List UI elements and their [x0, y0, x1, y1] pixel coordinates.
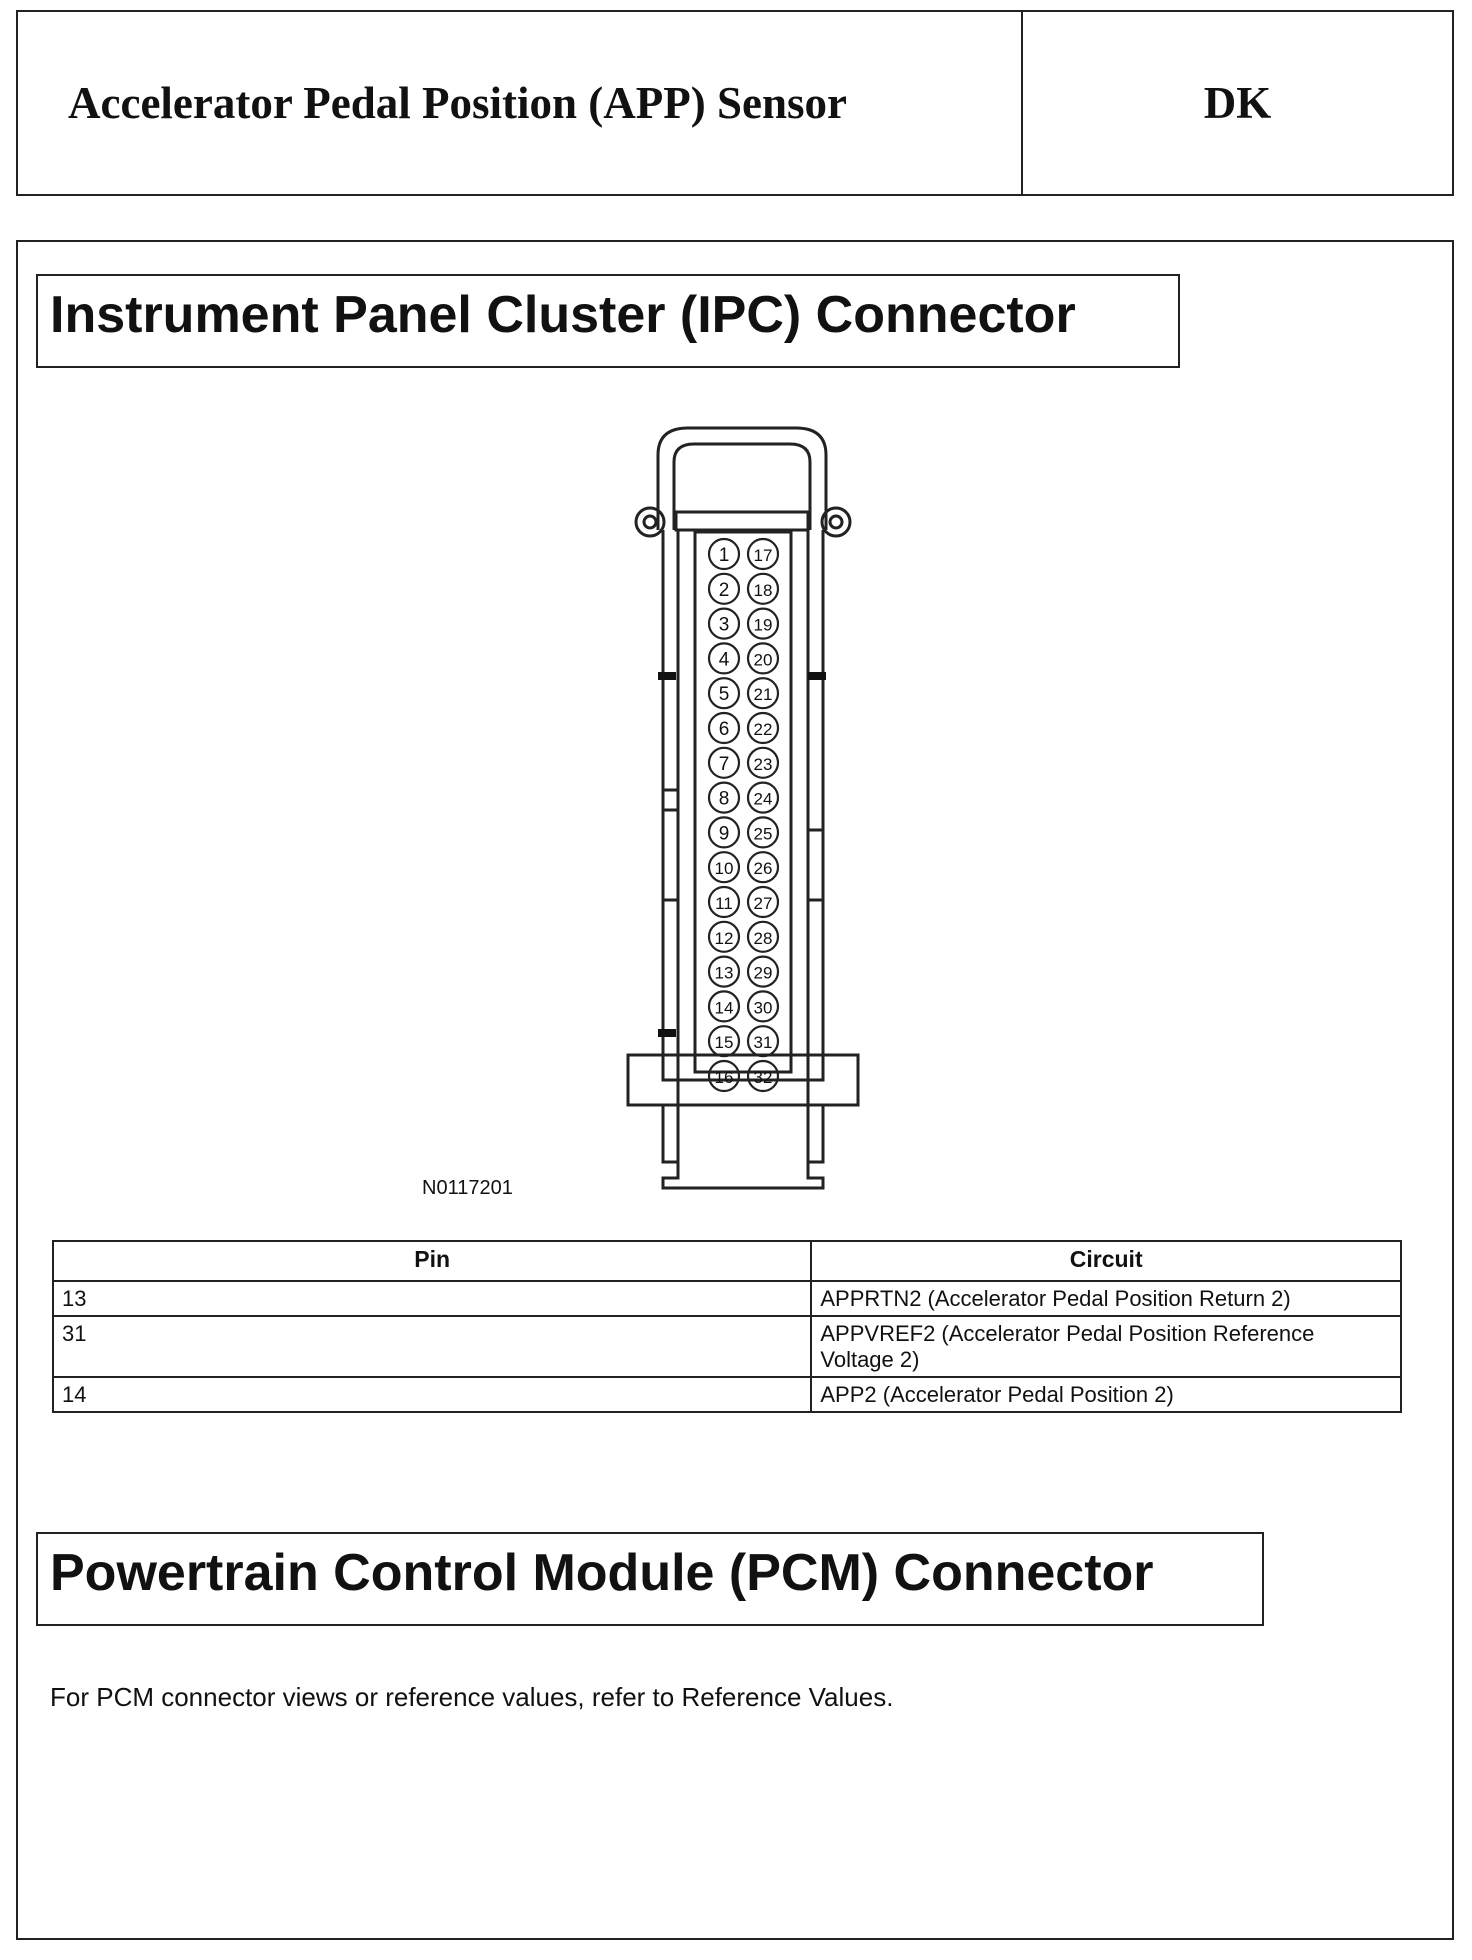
pin-23-circle — [746, 746, 780, 779]
pin-30-circle — [746, 990, 780, 1023]
pin-16-label: 16 — [715, 1068, 734, 1087]
pin-25-circle — [746, 816, 780, 849]
pin-4-circle — [707, 642, 741, 675]
pin-9-label: 9 — [719, 823, 730, 844]
pin-21-circle — [746, 677, 780, 710]
pin-12-circle — [707, 920, 741, 953]
pin-29-circle — [746, 955, 780, 988]
pin-26-label: 26 — [754, 859, 773, 878]
pin-19-circle — [746, 607, 780, 640]
pin-13-label: 13 — [715, 964, 734, 983]
pin-8-circle — [707, 781, 741, 814]
pin-21-label: 21 — [754, 685, 773, 704]
table-cell-circuit: APPVREF2 (Accelerator Pedal Position Ref… — [810, 1315, 1402, 1378]
pin-28-label: 28 — [754, 929, 773, 948]
pin-17-circle — [746, 537, 780, 571]
pin-1-circle — [707, 537, 741, 571]
table-header-circuit: Circuit — [810, 1240, 1402, 1282]
pin-9-circle — [707, 816, 741, 849]
pin-18-label: 18 — [754, 581, 773, 600]
pin-13-circle — [707, 955, 741, 988]
connector-latch — [656, 426, 828, 530]
pin-cavity — [693, 530, 793, 1074]
pin-20-circle — [746, 642, 780, 675]
ipc-connector-heading: Instrument Panel Cluster (IPC) Connector — [36, 274, 1180, 368]
pin-31-label: 31 — [754, 1033, 773, 1052]
table-cell-circuit: APP2 (Accelerator Pedal Position 2) — [810, 1375, 1402, 1414]
pin-3-circle — [707, 607, 741, 640]
connector-housing — [661, 1105, 825, 1190]
pin-29-label: 29 — [754, 964, 773, 983]
pin-30-label: 30 — [754, 998, 773, 1017]
pin-12-label: 12 — [715, 929, 734, 948]
document-code: DK — [1203, 78, 1272, 128]
pin-7-label: 7 — [719, 754, 730, 775]
pin-25-label: 25 — [754, 824, 773, 843]
pin-17-label: 17 — [754, 546, 773, 565]
ipc-connector-diagram: 1234567891011121314151617181920212223242… — [626, 426, 860, 1190]
pin-7-circle — [707, 746, 741, 779]
figure-id: N0117201 — [422, 1177, 513, 1199]
pin-18-circle — [746, 572, 780, 605]
connector-body — [661, 530, 825, 1082]
table-header-pin: Pin — [51, 1240, 813, 1282]
pin-24-label: 24 — [754, 790, 773, 809]
pin-11-circle — [707, 885, 741, 919]
pin-14-label: 14 — [715, 998, 734, 1017]
table-row: 31 APPVREF2 (Accelerator Pedal Position … — [51, 1315, 1402, 1378]
pin-10-circle — [707, 851, 741, 884]
pin-2-circle — [707, 572, 741, 605]
pin-15-circle — [707, 1025, 741, 1058]
pin-16-circle — [707, 1059, 741, 1093]
document-title: Accelerator Pedal Position (APP) Sensor — [18, 12, 1023, 194]
pin-10-label: 10 — [715, 859, 734, 878]
pin-32-label: 32 — [754, 1068, 773, 1087]
pin-24-circle — [746, 781, 780, 814]
pin-23-label: 23 — [754, 755, 773, 774]
pin-27-label: 27 — [754, 894, 773, 913]
pin-27-circle — [746, 885, 780, 919]
pcm-connector-heading: Powertrain Control Module (PCM) Connecto… — [36, 1532, 1264, 1626]
pin-32-circle — [746, 1059, 780, 1093]
lock-tab — [658, 672, 676, 680]
pcm-reference-note: For PCM connector views or reference val… — [50, 1682, 894, 1712]
pin-6-circle — [707, 711, 741, 745]
connector-ear-left — [634, 506, 666, 538]
pin-5-label: 5 — [719, 684, 730, 705]
pin-15-label: 15 — [715, 1033, 734, 1052]
pin-31-circle — [746, 1025, 780, 1058]
table-cell-pin: 13 — [51, 1279, 813, 1318]
pin-2-label: 2 — [719, 580, 730, 601]
table-cell-circuit: APPRTN2 (Accelerator Pedal Position Retu… — [810, 1279, 1402, 1318]
lock-tab — [808, 672, 826, 680]
pin-1-label: 1 — [719, 545, 730, 566]
pin-19-label: 19 — [754, 616, 773, 635]
connector-ear-right — [820, 506, 852, 538]
table-header-row: Pin Circuit — [51, 1240, 1402, 1282]
table-row: 14 APP2 (Accelerator Pedal Position 2) — [51, 1375, 1402, 1414]
connector-flange — [626, 1053, 860, 1107]
connector-pins: 1234567891011121314151617181920212223242… — [707, 537, 780, 1093]
pin-26-circle — [746, 851, 780, 884]
header-box: Accelerator Pedal Position (APP) Sensor … — [16, 10, 1454, 196]
pin-11-label: 11 — [715, 894, 733, 913]
pin-6-label: 6 — [719, 719, 730, 740]
pin-22-label: 22 — [754, 720, 773, 739]
main-content: Instrument Panel Cluster (IPC) Connector — [16, 240, 1454, 1940]
table-cell-pin: 31 — [51, 1315, 813, 1378]
pin-8-label: 8 — [719, 789, 730, 810]
pin-28-circle — [746, 920, 780, 953]
pin-22-circle — [746, 711, 780, 745]
table-cell-pin: 14 — [51, 1375, 813, 1414]
table-row: 13 APPRTN2 (Accelerator Pedal Position R… — [51, 1279, 1402, 1318]
lock-tab — [658, 1029, 676, 1037]
pin-circuit-table: Pin Circuit 13 APPRTN2 (Accelerator Peda… — [51, 1240, 1402, 1414]
pin-20-label: 20 — [754, 650, 773, 669]
pin-14-circle — [707, 990, 741, 1023]
pin-3-label: 3 — [719, 615, 730, 636]
pin-4-label: 4 — [719, 649, 730, 670]
pin-5-circle — [707, 677, 741, 710]
